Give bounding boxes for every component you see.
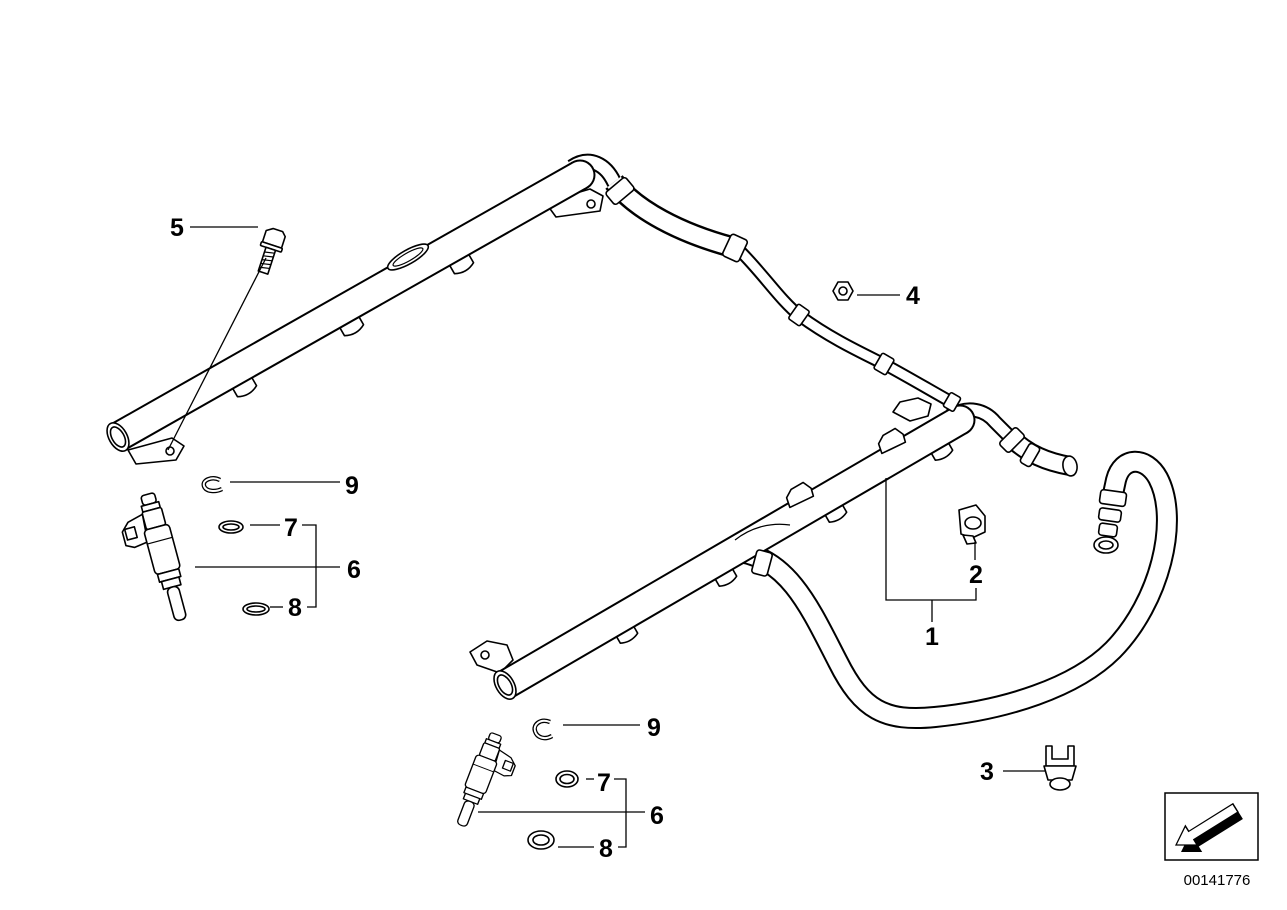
hex-bolt <box>257 227 287 275</box>
fuel-injector-upper <box>121 492 187 622</box>
callout-8-lower: 8 <box>599 835 613 863</box>
bracket-6-upper <box>302 524 317 608</box>
fuel-injector-lower <box>457 732 516 827</box>
callout-5: 5 <box>170 214 184 242</box>
o-ring-upper-7 <box>218 520 244 534</box>
o-ring-lower-7 <box>555 770 579 788</box>
fuel-feed-hose <box>737 450 1178 729</box>
rail-mounting-tabs-upper <box>127 188 604 465</box>
bracket-6-lower <box>614 778 627 848</box>
hose-clip-3 <box>1043 745 1077 791</box>
hose-connectors <box>605 176 1128 577</box>
callout-6-lower: 6 <box>650 802 664 830</box>
hex-nut <box>832 281 854 301</box>
retaining-clip-lower <box>532 718 554 741</box>
diagram-number: 00141776 <box>1184 872 1251 889</box>
bracket-1 <box>885 478 977 601</box>
callout-6-upper: 6 <box>347 556 361 584</box>
fuel-rail-lower <box>493 397 976 700</box>
callout-4: 4 <box>906 282 920 310</box>
callout-9-lower: 9 <box>647 714 661 742</box>
callout-1: 1 <box>925 623 939 651</box>
callout-3: 3 <box>980 758 994 786</box>
callout-9-upper: 9 <box>345 472 359 500</box>
bolt-position-line <box>167 257 267 451</box>
o-ring-upper-8 <box>242 602 270 616</box>
hose-clip-2 <box>958 504 986 545</box>
callout-7-upper: 7 <box>284 514 298 542</box>
retaining-clip-upper <box>201 476 224 494</box>
fuel-hose-upper <box>567 153 959 410</box>
callout-8-upper: 8 <box>288 594 302 622</box>
leader-lines <box>167 226 1045 848</box>
o-ring-lower-8 <box>527 830 555 850</box>
fuel-rail-upper <box>106 159 596 452</box>
callout-2: 2 <box>969 561 983 589</box>
direction-arrow-icon <box>1164 792 1259 861</box>
callout-7-lower: 7 <box>597 769 611 797</box>
